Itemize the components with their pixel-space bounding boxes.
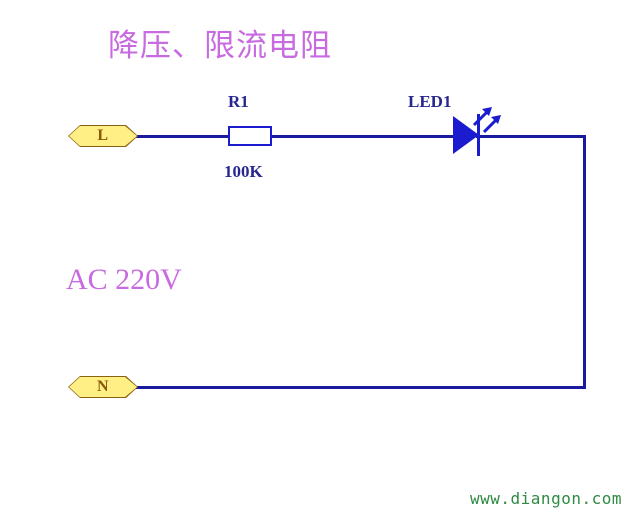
terminal-line-fill xyxy=(69,126,137,146)
led1-designator: LED1 xyxy=(408,92,452,111)
resistor-r1-designator: R1 xyxy=(228,92,249,111)
led1-svg xyxy=(453,107,501,156)
supply-voltage-label: AC 220V xyxy=(66,263,182,296)
wire-led-to-right-rail xyxy=(476,135,586,138)
resistor-r1-body[interactable] xyxy=(228,126,272,146)
watermark-url: www.diangon.com xyxy=(470,489,622,508)
led1-emission-arrow-1 xyxy=(472,107,492,127)
terminal-line-label: L xyxy=(97,127,109,144)
wire-resistor-to-led xyxy=(270,135,454,138)
terminal-neutral-fill xyxy=(69,377,137,397)
wire-return-to-neutral xyxy=(136,386,586,389)
led1-cathode-bar xyxy=(477,114,480,156)
led1-triangle xyxy=(453,116,479,154)
led1-emission-arrow-2 xyxy=(482,115,501,134)
terminal-neutral[interactable]: N xyxy=(68,376,138,398)
resistor-r1-value-text: 100K xyxy=(224,162,263,181)
wire-line-to-resistor xyxy=(136,135,230,138)
wire-right-rail xyxy=(583,135,586,389)
terminal-line[interactable]: L xyxy=(68,125,138,147)
page-title: 降压、限流电阻 xyxy=(108,28,332,64)
led1-symbol[interactable] xyxy=(448,104,510,166)
terminal-neutral-label: N xyxy=(96,378,110,395)
